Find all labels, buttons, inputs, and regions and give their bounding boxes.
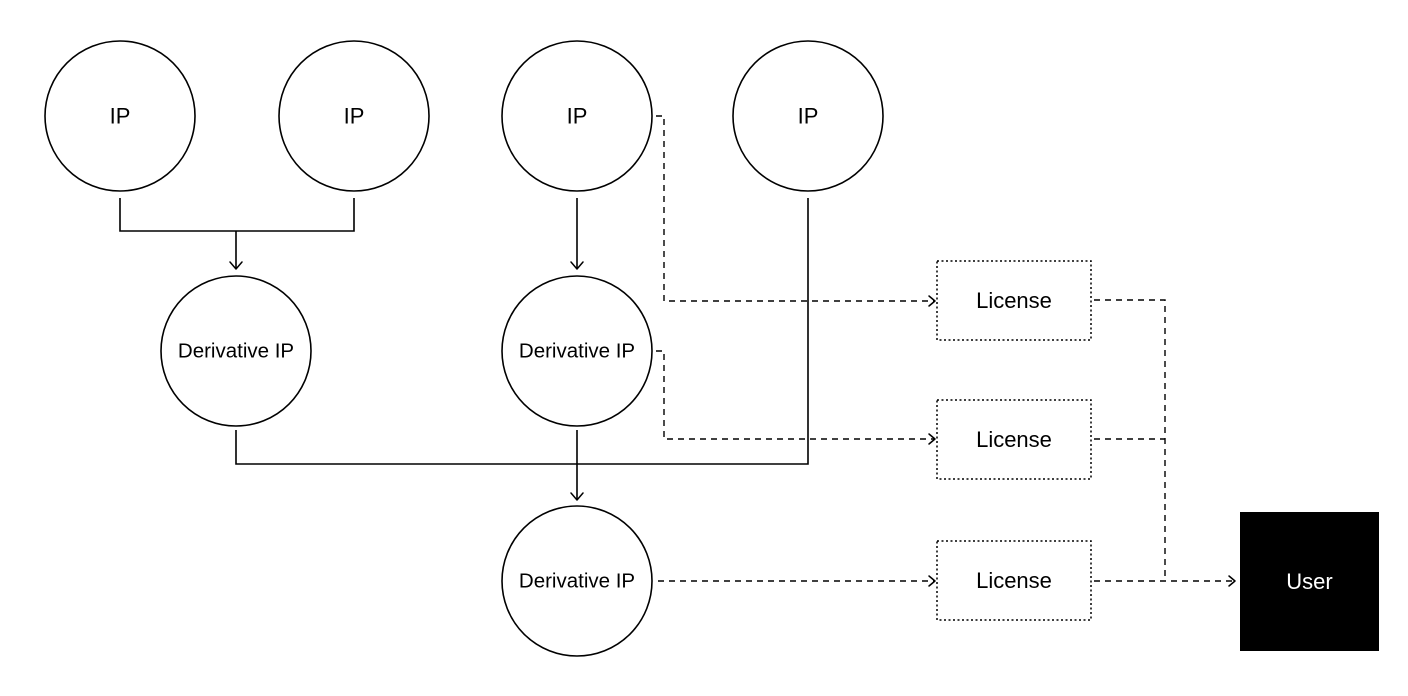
arrow-to-derivative-1: [229, 261, 243, 270]
user-label: User: [1286, 569, 1332, 594]
license-box-3: License: [936, 540, 1092, 621]
arrow-to-user: [1228, 575, 1236, 587]
edge-ip3-to-license1: [656, 115, 934, 302]
license-box-2: License: [936, 399, 1092, 480]
edge-ip1-ip2-to-derivative1: [119, 198, 355, 268]
ip-node-label: IP: [798, 104, 819, 129]
user-box: User: [1240, 512, 1379, 651]
arrow-to-derivative-3: [570, 492, 584, 501]
ip-node-4: IP: [732, 40, 884, 192]
license-label: License: [976, 427, 1052, 452]
ip-node-2: IP: [278, 40, 430, 192]
arrow-to-license-2: [928, 433, 936, 445]
edge-licenses-to-user: [1094, 299, 1234, 582]
license-label: License: [976, 288, 1052, 313]
edge-merge-to-derivative3: [235, 198, 809, 499]
ip-node-1: IP: [44, 40, 196, 192]
ip-node-label: IP: [110, 104, 131, 129]
ip-node-label: IP: [567, 104, 588, 129]
license-label: License: [976, 568, 1052, 593]
derivative-ip-label: Derivative IP: [519, 570, 635, 593]
arrow-to-derivative-2: [570, 261, 584, 270]
edge-derivative2-to-license2: [656, 350, 934, 440]
arrow-to-license-1: [928, 295, 936, 307]
derivative-ip-label: Derivative IP: [178, 340, 294, 363]
derivative-ip-node-2: Derivative IP: [501, 275, 653, 427]
ip-node-label: IP: [344, 104, 365, 129]
arrow-to-license-3: [928, 575, 936, 587]
license-box-1: License: [936, 260, 1092, 341]
derivative-ip-node-1: Derivative IP: [160, 275, 312, 427]
derivative-ip-label: Derivative IP: [519, 340, 635, 363]
user-box-fill: [1240, 512, 1379, 651]
derivative-ip-node-3: Derivative IP: [501, 505, 653, 657]
ip-node-3: IP: [501, 40, 653, 192]
